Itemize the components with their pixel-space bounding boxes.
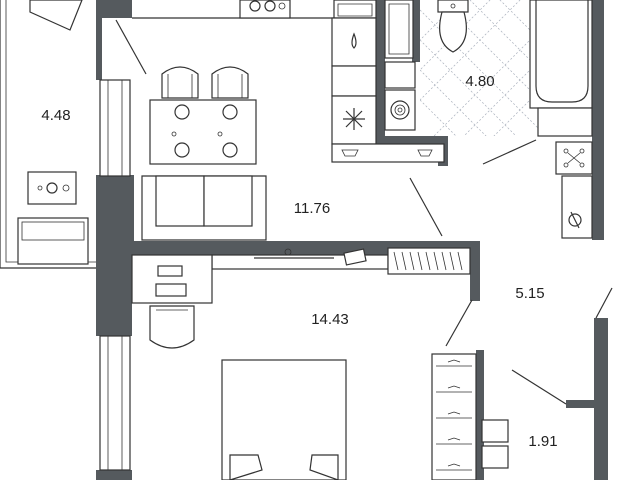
room-area-bedroom: 14.43	[311, 311, 349, 328]
window-kitchen	[99, 79, 131, 177]
stove	[239, 0, 291, 19]
toilet	[437, 0, 469, 53]
wall-left-upper	[96, 0, 102, 80]
bath-ledge	[537, 107, 593, 137]
wall-bedroom-right	[470, 241, 480, 301]
door-bathroom	[482, 139, 537, 165]
balcony	[0, 0, 96, 269]
wall-left-mid	[96, 175, 134, 260]
electric-panel	[555, 141, 593, 175]
door-bedroom	[445, 299, 473, 347]
wall-left-bottom	[96, 470, 132, 480]
balcony-outline	[0, 0, 96, 269]
dining-chairs	[161, 66, 249, 99]
room-area-bathroom: 4.80	[465, 73, 494, 90]
wall-bath-mid	[412, 0, 420, 62]
kitchen-bottom-counter	[331, 143, 445, 163]
closet	[431, 353, 477, 480]
sofa	[141, 175, 267, 241]
door-balcony	[115, 19, 147, 75]
window-bedroom	[99, 335, 131, 471]
wall-left-lower	[96, 258, 132, 336]
room-area-wardrobe: 1.91	[528, 433, 557, 450]
dining-table	[149, 99, 257, 165]
wall-top-left	[100, 0, 132, 18]
desk-chair	[149, 305, 195, 349]
book-shelf	[387, 247, 471, 275]
wall-right-lower	[594, 318, 608, 480]
boiler	[561, 175, 593, 239]
kitchen-sink	[333, 0, 377, 19]
doors	[115, 19, 613, 405]
hallway	[115, 19, 613, 405]
door-kitchen	[409, 177, 443, 237]
wall-bath-bottom	[376, 136, 448, 145]
kitchen	[132, 0, 445, 241]
room-area-kitchen-living: 11.76	[294, 200, 330, 217]
bed	[221, 359, 347, 480]
room-area-balcony: 4.48	[41, 107, 70, 124]
washing-machine	[27, 171, 77, 205]
wall-right-upper	[592, 0, 604, 240]
side-cabinets	[331, 17, 377, 145]
room-labels: 4.48 11.76 4.80 5.15 14.43 1.91	[41, 73, 557, 450]
balcony-sink	[17, 217, 89, 265]
fridge-icon	[343, 108, 365, 130]
room-area-hallway: 5.15	[515, 285, 544, 302]
desk	[131, 254, 213, 304]
door-entrance	[595, 287, 613, 319]
armchair	[29, 0, 83, 31]
door-wardrobe	[511, 369, 567, 405]
washing-machine-bath	[384, 89, 416, 131]
wall-wardrobe-top	[566, 400, 598, 408]
bathtub	[529, 0, 593, 109]
wardrobe-shoes	[481, 419, 509, 469]
bathroom	[384, 0, 593, 137]
bedroom	[131, 247, 509, 480]
bath-cabinet	[384, 0, 414, 59]
wall-wardrobe-left	[476, 350, 484, 480]
washer-shelf	[384, 61, 416, 89]
wall-bath-left	[376, 0, 385, 145]
